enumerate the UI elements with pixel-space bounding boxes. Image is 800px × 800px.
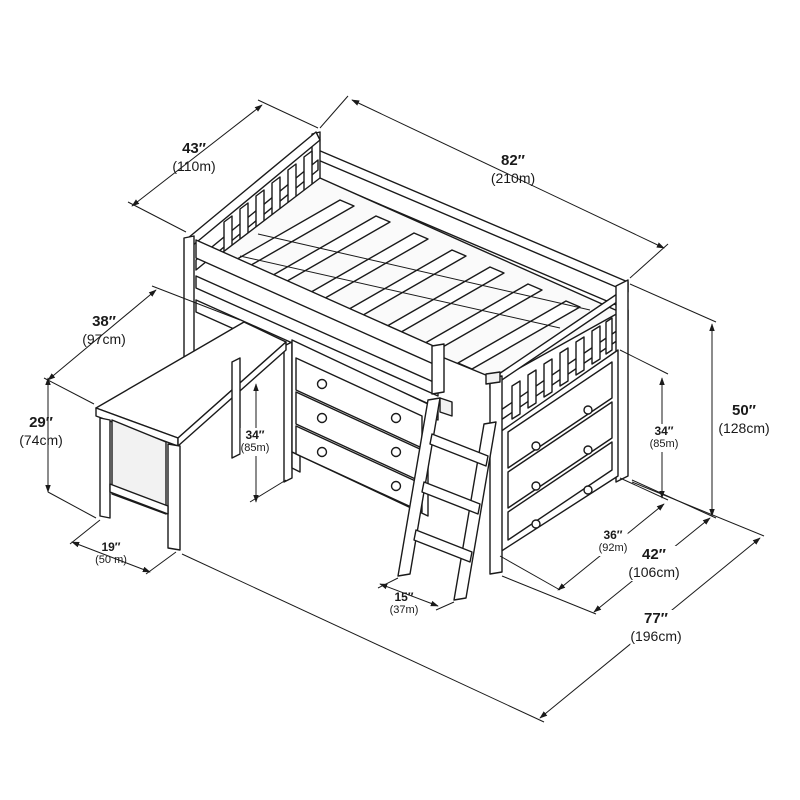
- bed-length-label: 82″ (210m): [491, 152, 535, 187]
- desk-height-metric: (74cm): [19, 432, 63, 448]
- front-right-post: [489, 375, 503, 575]
- dresser-side: [283, 341, 293, 483]
- desk-depth-metric: (50 m): [95, 554, 127, 567]
- overall-depth-value: 42″: [642, 546, 666, 563]
- drawer-knob: [583, 485, 593, 495]
- desk-stretcher: [109, 483, 169, 515]
- ladder-rung: [429, 433, 489, 467]
- bed-length-metric: (210m): [490, 170, 536, 186]
- chest-drawer-1: [507, 361, 613, 469]
- drawer-knob: [531, 519, 541, 529]
- ladder-post: [431, 343, 445, 395]
- desk-back-leg: [231, 357, 241, 459]
- ladder-width-metric: (37m): [389, 604, 419, 617]
- loft-bed: [95, 131, 629, 601]
- chest-drawer-2: [507, 401, 613, 509]
- overall-length-metric: (196cm): [630, 628, 682, 644]
- ladder-rung: [413, 529, 473, 563]
- drawer-knob: [316, 446, 328, 458]
- foot-slats: [511, 317, 613, 420]
- drawer-knob: [583, 405, 593, 415]
- dimension-lines: [43, 95, 765, 723]
- drawer-knob: [583, 445, 593, 455]
- chest-width-label: 36″ (92m): [598, 528, 628, 556]
- overall-depth-label: 42″ (106cm): [628, 546, 680, 581]
- chest-height-value: 34″: [654, 424, 674, 438]
- desk-leg: [167, 443, 181, 551]
- chest-height-metric: (85m): [649, 438, 679, 451]
- front-mid-rail: [195, 275, 439, 397]
- ladder-rung: [421, 481, 481, 515]
- chest-height-label: 34″ (85m): [649, 424, 679, 452]
- desk-length-metric: (97cm): [82, 331, 126, 347]
- dresser-height-label: 34″ (85m): [240, 428, 270, 456]
- drawer-knob: [531, 441, 541, 451]
- dresser-foot: [291, 451, 301, 473]
- dresser-height-value: 34″: [245, 428, 265, 442]
- desk-length-value: 38″: [92, 313, 116, 330]
- overall-length-label: 77″ (196cm): [630, 610, 682, 645]
- ladder-width-value: 15″: [394, 590, 414, 604]
- bed-depth-metric: (110m): [172, 158, 216, 174]
- ladder-width-label: 15″ (37m): [390, 590, 419, 618]
- chest-width-metric: (92m): [598, 542, 628, 555]
- chest-width-value: 36″: [603, 528, 623, 542]
- drawer-3: [295, 425, 423, 513]
- drawer-knob: [390, 480, 402, 492]
- drawer-knob: [316, 412, 328, 424]
- desk-depth-value: 19″: [101, 540, 121, 554]
- bed-slats: [231, 199, 581, 370]
- chest-drawer-3: [507, 441, 613, 541]
- desk-height-label: 29″ (74cm): [19, 414, 63, 449]
- ladder: [397, 397, 497, 601]
- dresser: [283, 339, 429, 517]
- drawer-knob: [531, 481, 541, 491]
- desk-leg: [99, 417, 111, 519]
- drawer-knob: [390, 412, 402, 424]
- total-height-value: 50″: [732, 402, 756, 419]
- dresser-height-metric: (85m): [240, 442, 270, 455]
- desk: [95, 321, 287, 551]
- bed-depth-value: 43″: [182, 140, 206, 157]
- total-height-metric: (128cm): [718, 420, 770, 436]
- total-height-label: 50″ (128cm): [718, 402, 769, 437]
- ladder-left-rail: [397, 397, 441, 577]
- overall-length-value: 77″: [644, 610, 668, 627]
- bed-depth-label: 43″ (110m): [172, 140, 215, 175]
- bed-length-value: 82″: [501, 152, 525, 169]
- desk-height-value: 29″: [29, 414, 53, 431]
- drawer-knob: [316, 378, 328, 390]
- desk-length-label: 38″ (97cm): [82, 313, 126, 348]
- chest: [499, 349, 619, 553]
- overall-depth-metric: (106cm): [628, 564, 680, 580]
- drawer-knob: [390, 446, 402, 458]
- desk-depth-label: 19″ (50 m): [95, 540, 127, 568]
